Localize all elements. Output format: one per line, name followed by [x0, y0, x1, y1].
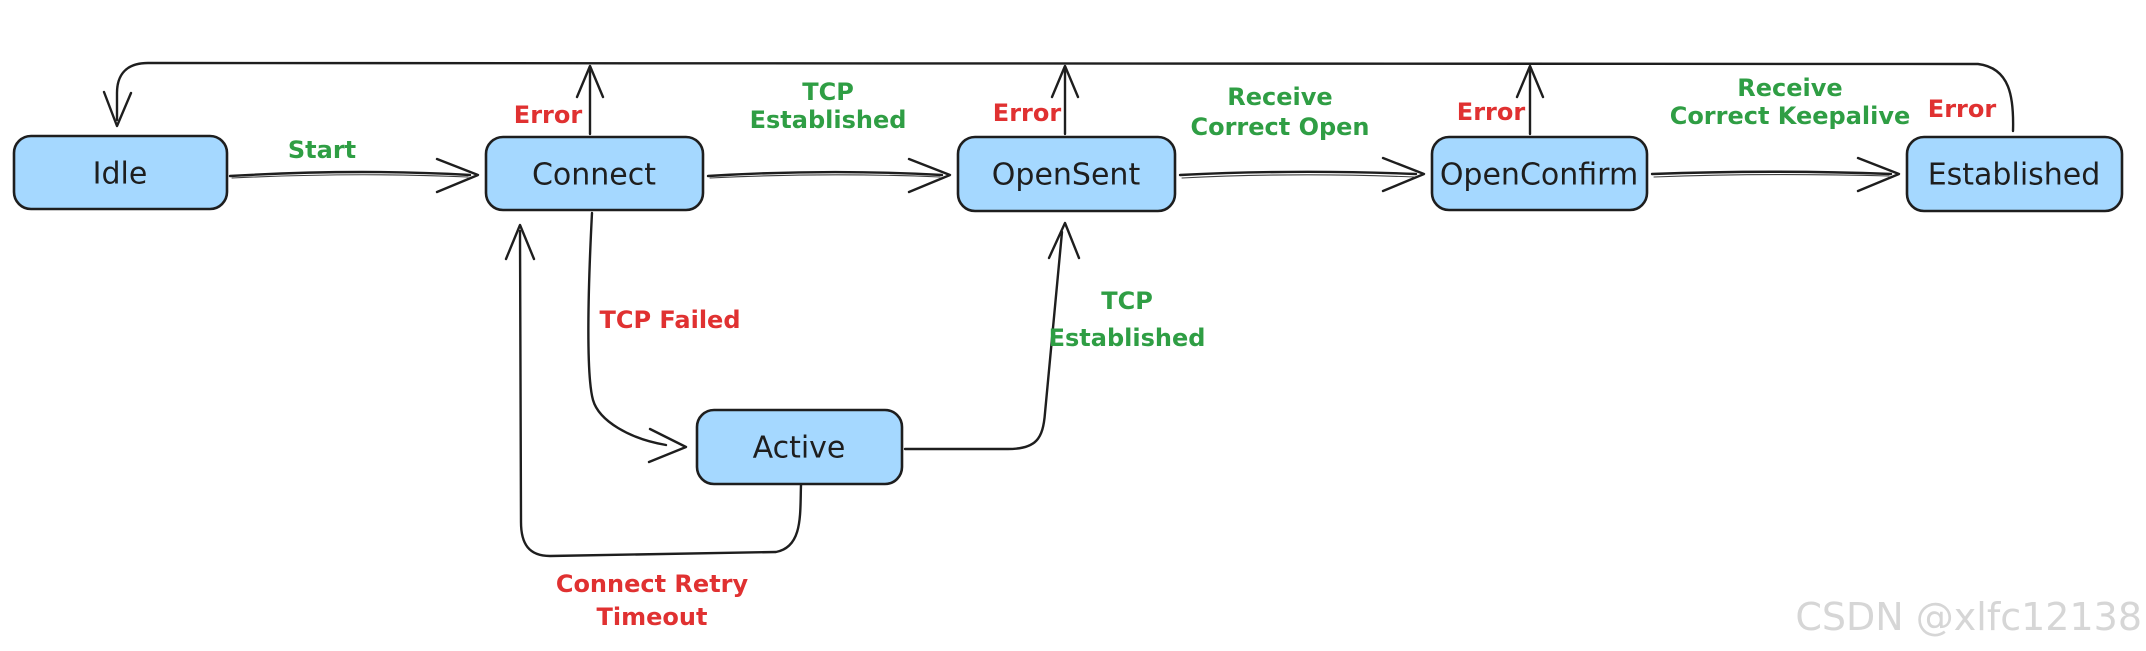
arrowhead-connect-to-active — [647, 427, 688, 464]
label-receive-correct-open-line2: Correct Open — [1190, 113, 1369, 141]
label-tcp-failed: TCP Failed — [599, 306, 740, 334]
edge-opensent-to-openconfirm — [1178, 170, 1418, 177]
arrowhead-openconfirm-to-established — [1856, 156, 1901, 193]
state-idle: Idle — [12, 134, 229, 211]
edge-openconfirm-to-established-sketch — [1653, 174, 1890, 178]
arrowhead-established-to-idle — [102, 90, 133, 128]
arrowhead-idle-to-connect — [435, 157, 480, 194]
state-idle-label: Idle — [93, 157, 148, 192]
edge-idle-to-connect — [228, 170, 472, 178]
arrowhead-connect-error — [575, 64, 605, 99]
arrowhead-active-to-connect — [504, 223, 536, 261]
label-receive-correct-open-line1: Receive — [1227, 83, 1332, 111]
state-connect-box — [484, 135, 705, 212]
edge-connect-to-opensent — [706, 170, 944, 178]
state-active-label: Active — [753, 431, 846, 466]
state-idle-box — [12, 134, 229, 211]
label-start: Start — [288, 136, 356, 164]
edge-connect-to-active — [587, 211, 668, 447]
label-tcp-established-active-line2: Established — [1049, 324, 1206, 352]
arrowhead-opensent-to-openconfirm — [1381, 156, 1426, 193]
edge-active-to-opensent — [903, 230, 1064, 451]
label-tcp-established-line2: Established — [750, 106, 907, 134]
state-openconfirm-box — [1430, 135, 1649, 212]
label-connect-retry-timeout-line1: Connect Retry — [556, 570, 749, 598]
state-established-label: Established — [1928, 158, 2101, 193]
arrowhead-connect-to-opensent — [907, 157, 952, 194]
label-error-connect: Error — [514, 101, 583, 129]
label-error-opensent: Error — [993, 99, 1062, 127]
state-opensent: OpenSent — [956, 135, 1177, 213]
arrowhead-openconfirm-error — [1515, 64, 1545, 99]
label-error-established: Error — [1928, 95, 1997, 123]
state-active: Active — [695, 408, 904, 486]
label-connect-retry-timeout-line2: Timeout — [597, 603, 708, 631]
state-active-box — [695, 408, 904, 486]
label-tcp-established-active-line1: TCP — [1101, 287, 1153, 315]
label-error-openconfirm: Error — [1457, 98, 1526, 126]
state-openconfirm-label: OpenConfirm — [1440, 158, 1638, 193]
edge-openconfirm-to-established — [1650, 170, 1893, 176]
state-openconfirm: OpenConfirm — [1430, 135, 1649, 212]
watermark: CSDN @xlfc12138 — [1795, 595, 2142, 639]
edge-established-to-idle — [115, 61, 2015, 133]
state-established: Established — [1905, 135, 2124, 213]
state-established-box — [1905, 135, 2124, 213]
edge-idle-to-connect-sketch — [231, 174, 469, 179]
state-connect-label: Connect — [532, 158, 656, 193]
label-receive-correct-keepalive-line1: Receive — [1737, 74, 1842, 102]
edge-connect-to-opensent-sketch — [709, 174, 941, 179]
state-connect: Connect — [484, 135, 705, 212]
edge-active-to-connect — [518, 229, 803, 558]
label-receive-correct-keepalive-line2: Correct Keepalive — [1670, 102, 1911, 130]
state-opensent-box — [956, 135, 1177, 213]
edge-opensent-to-openconfirm-sketch — [1181, 174, 1415, 179]
arrowhead-opensent-error — [1050, 64, 1080, 99]
state-opensent-label: OpenSent — [992, 158, 1141, 193]
arrowhead-active-to-opensent — [1047, 221, 1081, 260]
label-tcp-established-line1: TCP — [802, 78, 854, 106]
